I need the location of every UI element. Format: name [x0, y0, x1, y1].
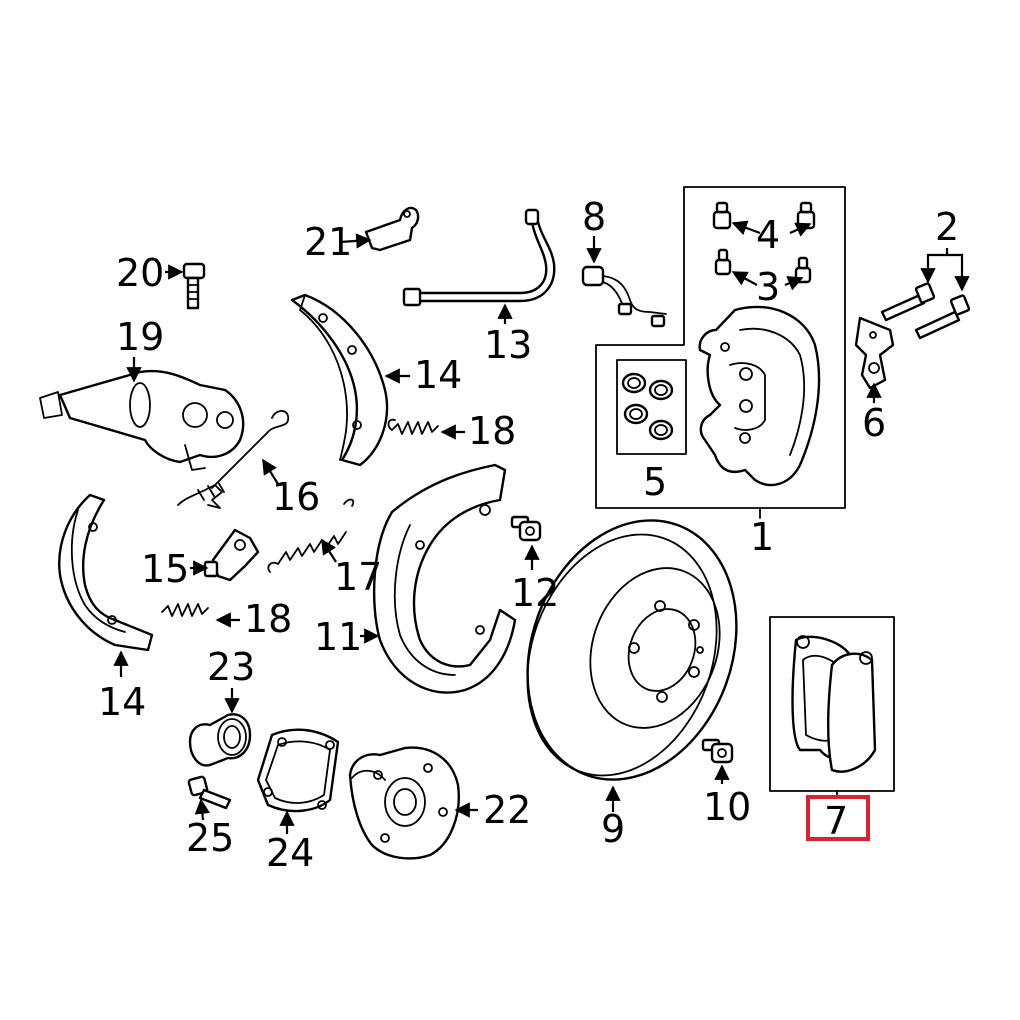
selected-part-highlight [806, 795, 870, 841]
bolt-icon[interactable] [182, 262, 206, 310]
brake-disc-icon[interactable] [493, 491, 772, 809]
callout-10[interactable]: 10 [703, 785, 751, 829]
callout-3[interactable]: 3 [756, 265, 780, 309]
spring-icon[interactable] [267, 498, 355, 573]
brake-pad-set-icon[interactable] [769, 616, 895, 792]
callout-22[interactable]: 22 [483, 788, 531, 832]
callout-13[interactable]: 13 [484, 323, 532, 367]
callout-12[interactable]: 12 [511, 571, 559, 615]
callout-5[interactable]: 5 [643, 460, 667, 504]
callout-14-right[interactable]: 14 [414, 353, 462, 397]
abs-sensor-icon[interactable] [364, 206, 420, 252]
callout-4[interactable]: 4 [756, 213, 780, 257]
callout-17[interactable]: 17 [334, 555, 382, 599]
callout-24[interactable]: 24 [266, 831, 314, 875]
screw-icon[interactable] [701, 738, 734, 764]
bracket-icon[interactable] [854, 316, 895, 390]
callout-7[interactable]: 7 [824, 799, 848, 843]
caliper-group-frame [595, 186, 846, 519]
callout-23[interactable]: 23 [207, 645, 255, 689]
callout-19[interactable]: 19 [116, 315, 164, 359]
spring-icon[interactable] [177, 410, 290, 509]
brake-hose-icon[interactable] [402, 208, 556, 307]
callout-1[interactable]: 1 [750, 515, 774, 559]
callout-16[interactable]: 16 [272, 475, 320, 519]
callout-15[interactable]: 15 [141, 547, 189, 591]
callout-8[interactable]: 8 [582, 195, 606, 239]
callout-11[interactable]: 11 [314, 615, 362, 659]
callout-14-left[interactable]: 14 [98, 680, 146, 724]
parking-brake-shoe-icon[interactable] [290, 293, 389, 467]
caliper-bolt-icon[interactable] [880, 282, 971, 340]
callout-20[interactable]: 20 [116, 251, 164, 295]
callout-21[interactable]: 21 [304, 220, 352, 264]
callout-25[interactable]: 25 [186, 816, 234, 860]
wheel-hub-icon[interactable] [348, 746, 460, 860]
gasket-icon[interactable] [256, 728, 340, 813]
adjuster-icon[interactable] [203, 528, 260, 582]
actuator-icon[interactable] [39, 369, 245, 471]
callout-6[interactable]: 6 [862, 401, 886, 445]
parking-brake-shoe-icon[interactable] [58, 493, 154, 652]
screw-icon[interactable] [510, 515, 542, 542]
bolt-icon[interactable] [187, 775, 232, 810]
spring-icon[interactable] [387, 418, 439, 435]
callout-labels: 1 2 3 4 5 6 7 8 9 10 11 12 13 14 14 15 1… [98, 195, 959, 875]
seal-kit-frame [616, 359, 687, 455]
spring-icon[interactable] [161, 603, 209, 617]
backing-plate-icon[interactable] [372, 463, 517, 694]
callout-18-upper[interactable]: 18 [468, 409, 516, 453]
caliper-icon[interactable] [698, 305, 821, 487]
callout-2[interactable]: 2 [935, 205, 959, 249]
bearing-icon[interactable] [188, 713, 252, 767]
leader-arrows [113, 220, 970, 834]
wear-sensor-icon[interactable] [581, 265, 667, 328]
callout-9[interactable]: 9 [601, 807, 625, 851]
callout-18-lower[interactable]: 18 [244, 597, 292, 641]
